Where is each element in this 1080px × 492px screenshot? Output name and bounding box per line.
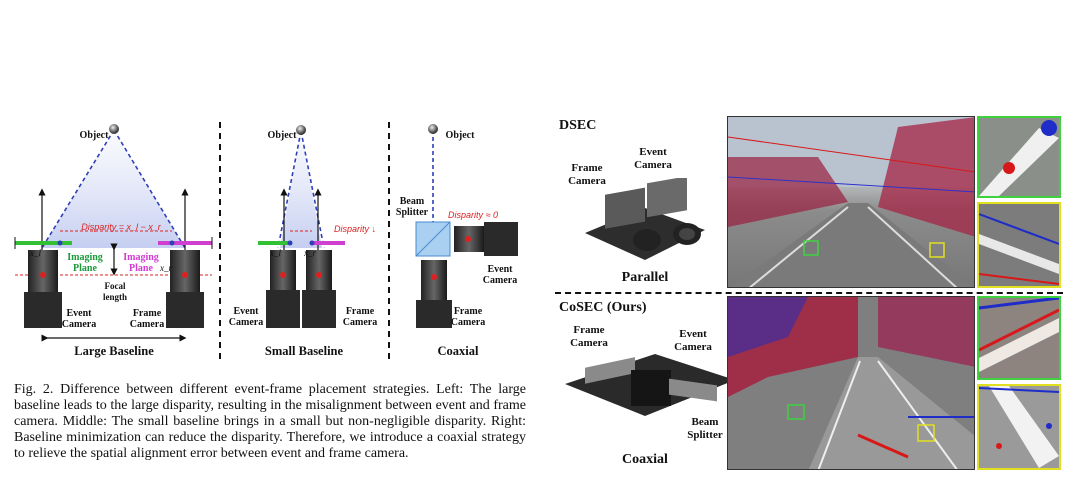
cosec-event-image: [727, 296, 975, 470]
disparity-label-3: Disparity ≈ 0: [448, 210, 498, 220]
event-camera-body: [24, 250, 62, 328]
panel-title-small-baseline: Small Baseline: [264, 344, 344, 358]
rig-label-coaxial: Coaxial: [622, 452, 668, 467]
frame-camera-label-1: Frame Camera: [129, 308, 165, 330]
cosec-zoom-green: [977, 296, 1061, 380]
object-label-2: Object: [267, 130, 297, 141]
frame-camera-body: [166, 250, 204, 328]
dsec-zoom-green: [977, 116, 1061, 198]
frame-camera-label-dsec: Frame Camera: [568, 162, 606, 187]
disparity-label-1: Disparity = x_l − x_r: [81, 222, 161, 232]
rig-label-parallel: Parallel: [621, 270, 669, 285]
frame-camera-label-2: Frame Camera: [342, 306, 378, 328]
placement-diagram: [14, 122, 518, 362]
xl-label-2: x_l: [270, 248, 281, 258]
disparity-label-2: Disparity ↓: [334, 224, 377, 234]
focal-length-label: Focal length: [102, 281, 127, 302]
cosec-zoom-yellow: [977, 384, 1061, 470]
panel-small-baseline: [258, 125, 345, 328]
event-camera-label-2: Event Camera: [228, 306, 264, 328]
coaxial-rig-image: [565, 354, 735, 416]
event-camera-label-3: Event Camera: [482, 264, 518, 286]
object-label-3: Object: [445, 130, 475, 141]
light-cone: [42, 130, 185, 248]
dsec-zoom-yellow: [977, 202, 1061, 288]
panel-coaxial: [415, 124, 518, 328]
xr-label-1: x_r: [160, 263, 172, 273]
section-separator: [555, 292, 1063, 294]
event-camera-label-cosec: Event Camera: [674, 328, 712, 353]
imaging-plane-label-right: Imaging Plane: [123, 252, 159, 274]
xr-label-2: x_r: [304, 248, 316, 258]
event-camera-label-1: Event Camera: [61, 308, 97, 330]
ray-left: [41, 129, 115, 249]
beam-splitter-label-1: Beam Splitter: [395, 196, 429, 218]
beam-splitter-label-cosec: Beam Splitter: [687, 416, 723, 441]
object-label-1: Object: [79, 130, 109, 141]
panel-title-large-baseline: Large Baseline: [74, 344, 154, 358]
imaging-plane-label-left: Imaging Plane: [67, 252, 103, 274]
ray-right: [113, 129, 186, 249]
panel-title-coaxial: Coaxial: [437, 344, 479, 358]
event-camera-label-dsec: Event Camera: [634, 146, 672, 171]
right-figure: DSEC Frame Camera Event Camera Parallel: [555, 110, 1070, 480]
object-ball: [109, 124, 119, 134]
figure-caption: Fig. 2. Difference between different eve…: [14, 382, 526, 461]
section-title-dsec: DSEC: [559, 118, 597, 133]
panel-large-baseline: [14, 124, 213, 342]
frame-camera-label-cosec: Frame Camera: [570, 324, 608, 349]
parallel-rig-image: [585, 178, 705, 260]
section-title-cosec: CoSEC (Ours): [559, 300, 647, 315]
xl-label-1: x_l: [30, 248, 41, 258]
left-figure: Object Disparity = x_l − x_r x_l x_r Ima…: [0, 100, 540, 370]
dsec-event-image: [727, 116, 975, 288]
frame-camera-label-3: Frame Camera: [450, 306, 486, 328]
